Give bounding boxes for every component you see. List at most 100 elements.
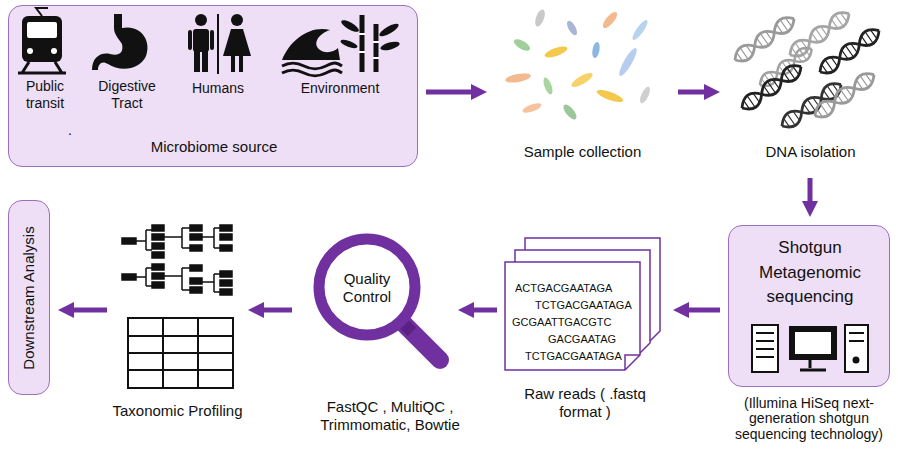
taxonomy-tree-part xyxy=(202,228,220,292)
taxonomy-tree-part xyxy=(152,225,164,231)
microbe-cells-part xyxy=(591,42,601,59)
sequence-read: TCTGACGAATAGA xyxy=(535,299,632,312)
taxonomy-tree-part xyxy=(164,228,190,290)
microbe-cells-part xyxy=(565,19,579,36)
environment-icon-part xyxy=(362,15,376,72)
taxonomy-tree-part xyxy=(190,287,202,293)
document-stack-part xyxy=(505,262,640,370)
icon-caption: Digestive Tract xyxy=(90,78,164,112)
taxonomy-tree-part xyxy=(136,230,152,286)
magnifier xyxy=(319,239,440,360)
computer-icons-part xyxy=(790,327,836,359)
node-text: Downstream Analysis xyxy=(20,226,38,369)
environment-icon-part xyxy=(282,63,342,76)
taxonomy-tree-part xyxy=(122,274,136,280)
flow-arrow xyxy=(678,90,709,95)
microbe-cells-part xyxy=(595,87,624,104)
abundance-table-part xyxy=(128,318,233,388)
train-icon-part xyxy=(27,22,57,38)
microbe-cells-part xyxy=(512,37,532,53)
microbe-cells-part xyxy=(533,8,547,28)
node-text: Raw reads ( .fastq format ) xyxy=(523,385,647,421)
taxonomy-tree-part xyxy=(220,289,232,295)
icon-caption: Environment xyxy=(278,80,402,97)
taxonomy-tree-part xyxy=(190,265,202,271)
microbe-cells-part xyxy=(505,72,532,84)
node-text: Sample collection xyxy=(495,143,670,161)
environment-icon-part xyxy=(359,34,379,58)
computer-icons-part xyxy=(800,359,826,370)
sequence-read: ACTGACGAATAGA xyxy=(515,282,612,295)
downstream-analysis-box: Downstream Analysis xyxy=(8,200,50,395)
environment-icon-part xyxy=(340,38,359,50)
humans-icon-part xyxy=(195,14,207,26)
taxonomy-tree-part xyxy=(122,238,136,244)
document-stack xyxy=(505,238,660,370)
document-stack-part xyxy=(625,355,640,370)
taxonomy-tree-part xyxy=(152,252,164,258)
humans-icon-part xyxy=(188,30,192,50)
abundance-table-part xyxy=(128,318,233,388)
environment-icon-part xyxy=(379,40,400,52)
sample-collection-step: Sample collection xyxy=(495,8,670,170)
dna-helices-part xyxy=(738,61,805,114)
stomach-icon-part xyxy=(92,14,148,70)
taxonomy-tree-part xyxy=(220,280,232,286)
humans-icon-part xyxy=(231,55,235,72)
sequencing-box: Shotgun Metagenomic sequencing(Illumina … xyxy=(728,225,890,387)
taxonomy-tree-part xyxy=(220,225,232,231)
humans-icon-part xyxy=(239,55,243,72)
train-icon-part xyxy=(51,48,57,54)
computer-icons-part xyxy=(854,358,859,363)
environment-icon xyxy=(282,15,401,76)
taxonomy-tree-part xyxy=(190,234,202,240)
humans-icon-part xyxy=(231,14,243,26)
taxonomy-tree-part xyxy=(220,234,232,240)
taxonomy-tree-part xyxy=(152,234,164,240)
node-text: DNA isolation xyxy=(728,143,893,161)
train-icon xyxy=(18,8,66,73)
taxonomy-tree-part xyxy=(152,243,164,249)
taxonomy-tree-part xyxy=(190,245,202,251)
microbe-cells-part xyxy=(570,71,595,90)
computer-icons-part xyxy=(752,325,778,372)
dna-helices-part xyxy=(811,69,878,122)
flow-arrow xyxy=(259,308,292,313)
environment-icon-part xyxy=(282,29,340,60)
flow-arrow xyxy=(426,90,476,95)
node-text: FastQC , MultiQC , Trimmomatic, Bowtie xyxy=(290,398,490,434)
raw-reads-document: ACTGACGAATAGATCTGACGAATAGAGCGAATTGACGTCG… xyxy=(505,228,665,440)
microbe-cells-part xyxy=(543,44,568,60)
environment-icon-part xyxy=(340,18,361,34)
taxonomy-tree-part xyxy=(220,245,232,251)
node-text: Microbiome source xyxy=(9,138,419,156)
computer-icons-part xyxy=(845,325,868,372)
flow-arrow xyxy=(469,308,497,313)
microbe-cells-part xyxy=(601,10,620,30)
taxonomy-tree-part xyxy=(152,282,164,288)
sequence-read: TCTGACGAATAGA xyxy=(525,350,622,363)
taxonomy-tree-part xyxy=(190,225,202,231)
node-text: Shotgun Metagenomic sequencing xyxy=(733,236,887,310)
train-icon-part xyxy=(22,16,62,62)
icon-caption: Humans xyxy=(180,80,256,97)
humans-icon-part xyxy=(217,14,219,74)
taxonomy-tree-part xyxy=(190,278,202,284)
microbe-cells-part xyxy=(521,101,542,114)
node-text: Taxonomic Profiling xyxy=(105,402,250,420)
humans-icon xyxy=(188,14,251,74)
train-icon-part xyxy=(18,62,66,73)
humans-icon-part xyxy=(194,50,200,72)
stray-dot: . xyxy=(66,122,74,139)
taxonomy-tree-part xyxy=(152,273,164,279)
node-text: (Illumina HiSeq next-generation shotgun … xyxy=(723,396,895,442)
train-icon-part xyxy=(27,48,33,54)
flow-arrow xyxy=(684,308,720,313)
icon-caption: Public transit xyxy=(16,78,74,112)
microbe-cells-part xyxy=(617,46,640,78)
train-icon-part xyxy=(36,8,48,16)
humans-icon-part xyxy=(202,50,208,72)
abundance-table xyxy=(128,318,233,388)
magnifier-part xyxy=(319,239,415,335)
